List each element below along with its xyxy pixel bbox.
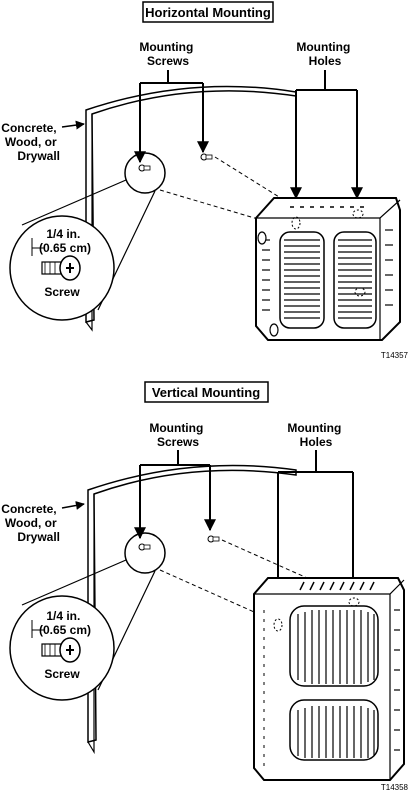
- vertical-title: Vertical Mounting: [152, 385, 260, 400]
- mounting-holes-label: Mounting Holes: [296, 40, 353, 68]
- wall-material-label: Concrete, Wood, or Drywall: [1, 502, 60, 544]
- mounting-screws-label: Mounting Screws: [149, 421, 206, 449]
- wall-material-label: Concrete, Wood, or Drywall: [1, 121, 60, 163]
- zoom-circle: [124, 152, 166, 194]
- screw-size-label: 1/4 in. (0.65 cm): [39, 609, 91, 637]
- horizontal-title: Horizontal Mounting: [145, 5, 271, 20]
- wall-screw-right: [207, 535, 220, 543]
- wall-screw-left: [138, 164, 151, 172]
- screw-label: Screw: [44, 667, 80, 681]
- zoom-circle: [124, 532, 166, 574]
- modem-device-horizontal: [255, 197, 401, 341]
- screw-detail-icon: [41, 637, 81, 663]
- screw-size-label: 1/4 in. (0.65 cm): [39, 227, 91, 255]
- modem-device-vertical: [253, 577, 405, 781]
- vertical-title-box: [144, 381, 269, 403]
- mounting-screws-label: Mounting Screws: [139, 40, 196, 68]
- horizontal-mounting-panel: Horizontal Mounting Mounting Screws Moun…: [1, 1, 409, 360]
- wall-screw-right: [200, 153, 213, 161]
- mounting-holes-label: Mounting Holes: [287, 421, 344, 449]
- figure-id: T14357: [381, 351, 409, 360]
- wall-screw-left: [138, 543, 151, 551]
- wall-panel: [87, 464, 297, 743]
- screw-detail-icon: [41, 255, 81, 281]
- vertical-mounting-panel: Vertical Mounting Mounting Screws Mounti…: [1, 381, 409, 792]
- figure-id: T14358: [381, 783, 409, 792]
- screw-label: Screw: [44, 285, 80, 299]
- horizontal-title-box: [142, 1, 274, 23]
